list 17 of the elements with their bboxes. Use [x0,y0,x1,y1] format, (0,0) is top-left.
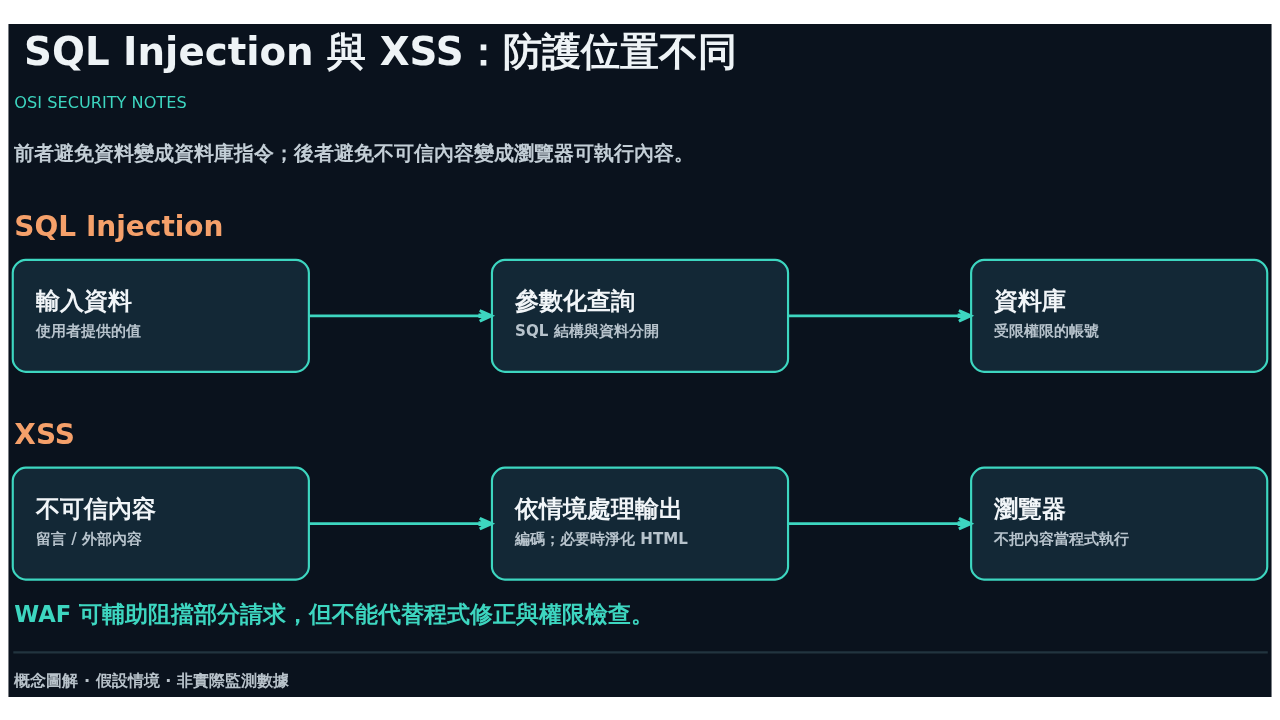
node-box: 輸入資料 使用者提供的值 [11,258,310,373]
label: WAF 可輔助阻擋部分請求，但不能代替程式修正與權限檢查。 [14,600,655,627]
label: OSI SECURITY NOTES [14,92,187,112]
label: SQL Injection [14,209,224,243]
diagram-title: SQL Injection 與 XSS：防護位置不同 [24,28,737,74]
node-box: 依情境處理輸出 編碼；必要時淨化 HTML [490,466,790,581]
node-box: 瀏覽器 不把內容當程式執行 [970,466,1269,581]
arrow [788,308,973,323]
arrow [309,516,494,530]
label: 概念圖解 · 假設情境 · 非實際監測數據 [14,670,290,690]
arrow [788,516,973,530]
arrow [309,308,494,323]
node-box: 資料庫 受限權限的帳號 [970,258,1269,373]
label: XSS [14,417,76,451]
node-box: 不可信內容 留言 / 外部內容 [11,466,310,581]
node-box: 參數化查詢 SQL 結構與資料分開 [490,258,790,373]
label: 前者避免資料變成資料庫指令；後者避免不可信內容變成瀏覽器可執行內容。 [14,140,695,165]
